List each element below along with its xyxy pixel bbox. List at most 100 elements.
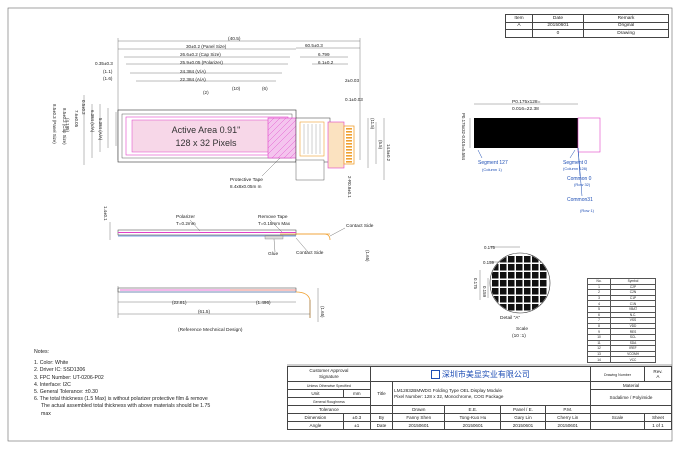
model-cell: LM12832BMWDG Folding Type OEL Display Mo… xyxy=(392,381,592,406)
fpc-trace xyxy=(299,121,325,157)
unit-value: mm xyxy=(342,389,371,398)
company-logo-icon xyxy=(430,369,440,379)
by-label: By xyxy=(369,413,394,422)
name-panel: Gary Lin xyxy=(500,413,546,422)
name-ee: Tong-Kuo Hu xyxy=(444,413,502,422)
rev-header-date: Date xyxy=(532,14,584,23)
side-dim-1-65: (1.65) xyxy=(365,250,370,262)
dim-cap-size: 26.6±0.2 (Cap Size) xyxy=(180,52,221,57)
angle-label: Angle xyxy=(287,421,344,430)
bottom-view: (22.81) (1.496) (61.5) (1.65) (Reference… xyxy=(117,286,325,333)
rev-header-item: Item xyxy=(505,14,533,23)
dim-1-1: (1.1) xyxy=(103,69,113,74)
note-item: 4. Interface: I2C xyxy=(34,381,71,388)
drawing-number-label: Drawing Number xyxy=(603,372,631,377)
active-area-sub: 128 x 32 Pixels xyxy=(175,138,237,148)
front-view: (40.5) 30±0.2 (Panel Size) 26.6±0.2 (Cap… xyxy=(52,36,391,198)
rev-cell xyxy=(505,29,533,38)
dim-6-799: 6.799 xyxy=(318,52,330,57)
dim-polarizer: 25.9±0.05 (Polarizer) xyxy=(180,60,223,65)
detail-dim-1: 0.159 xyxy=(483,260,495,265)
pin-symbol: VBAT xyxy=(610,306,656,313)
date-pm: 20150601 xyxy=(544,421,592,430)
role-drawn: Drawn xyxy=(392,405,446,414)
dim-4-195: (4.195) xyxy=(65,118,70,132)
dim-0-1: 0.1±0.03 xyxy=(345,97,363,102)
customer-approval-cell: Customer Approval Signature xyxy=(287,366,371,382)
blank-cell xyxy=(369,405,394,414)
date-label: Date xyxy=(369,421,394,430)
dim-6-1: 6.1±0.2 xyxy=(318,60,334,65)
pin-symbol: IREF xyxy=(610,345,656,352)
note-item: max xyxy=(41,410,51,417)
scale-label: Scale xyxy=(590,413,645,422)
reference-caption: (Reference Mechnical Design) xyxy=(178,327,243,333)
detail-view: 0.175 0.159 0.175 0.159 Detail "A" Scale… xyxy=(473,245,551,339)
side-contact-side-1: Contact Side xyxy=(346,223,374,229)
pin-symbol: C1N xyxy=(610,300,656,307)
note-item: 3. FPC Number: UT-0206-P02 xyxy=(34,374,104,381)
material-label: Material xyxy=(590,381,672,390)
dim-0-5: 0.5±0.2 xyxy=(81,100,86,115)
sheet-label: Sheet xyxy=(643,413,673,422)
segment-127: Segment 127 xyxy=(478,160,508,166)
name-pm: Cherry Lin xyxy=(544,413,592,422)
blank-cell xyxy=(590,405,672,414)
fpc-body xyxy=(295,117,331,163)
company-name: 深圳市美显实业有限公司 xyxy=(441,369,530,379)
common-0: Common 0 xyxy=(567,176,592,182)
rev-cell: Drawing xyxy=(583,29,669,38)
pin-symbol: VSS xyxy=(610,317,656,324)
display-panel-black xyxy=(474,118,578,148)
title-label: Title xyxy=(369,381,394,406)
dim-2: (2) xyxy=(203,90,209,95)
date-panel: 20150601 xyxy=(500,421,546,430)
material-value: Sodalime / Polyimide xyxy=(590,389,672,406)
notes-block: Notes: 1. Color: White 2. Driver IC: SSD… xyxy=(34,349,264,418)
note-item: 2. Driver IC: SSD1306 xyxy=(34,367,86,374)
rev-cell: A xyxy=(505,21,533,30)
dim-10: (10) xyxy=(232,86,241,91)
fpc-contacts xyxy=(343,125,355,165)
row-1: (Row 1) xyxy=(580,208,595,213)
dim-11-5: (11.5) xyxy=(370,118,375,130)
side-remove-tape: Remove Tape xyxy=(258,214,288,220)
note-item: 5. General Tolerance: ±0.30 xyxy=(34,389,98,396)
fpc-tail xyxy=(295,159,325,181)
bottom-dim-1-65: (1.65) xyxy=(320,306,325,318)
pixel-width-dim2: 0.016=22.38 xyxy=(512,106,539,112)
active-area xyxy=(131,119,281,153)
company-cell: 深圳市美显实业有限公司 xyxy=(369,366,592,382)
scale-value xyxy=(590,421,645,430)
side-dim-1-4: 1.4±0.1 xyxy=(103,206,108,221)
pin-symbol: C2N xyxy=(610,289,656,296)
pin-symbol: VCC xyxy=(610,356,656,363)
signature-label: Signature xyxy=(319,374,339,379)
model-line-1: LM12832BMWDG Folding Type OEL Display Mo… xyxy=(394,387,502,393)
notes-title: Notes: xyxy=(34,349,49,355)
bottom-dim-61-5: (61.5) xyxy=(198,309,210,314)
dim-aa: 22.384 (A/A) xyxy=(180,77,206,82)
pin-symbol: SCL xyxy=(610,333,656,341)
role-panel: Panel / E. xyxy=(500,405,546,414)
dim-left-va: 6.384 (V/A) xyxy=(90,110,95,133)
dim-0-35: 0.35±0.3 xyxy=(95,61,113,66)
pin-symbol: RES xyxy=(610,328,656,335)
date-ee: 20150601 xyxy=(444,421,502,430)
unless-spec: Unless Otherwise Specified xyxy=(287,381,371,390)
side-contact-side-2: Contact Side xyxy=(296,250,324,256)
side-polarizer-t: T=0.2mm xyxy=(176,221,196,226)
fpc-stiffener xyxy=(327,121,345,169)
dim-left-panel: 8.5±0.3 (Panel Size) xyxy=(52,104,57,144)
note-item: The actual assembled total thickness wit… xyxy=(41,403,211,410)
title-block: Customer Approval Signature 深圳市美显实业有限公司 … xyxy=(287,366,673,430)
pin-symbol: C2P xyxy=(610,283,656,291)
detail-scale-label: Scale xyxy=(516,326,528,332)
pin-symbol: SDA xyxy=(610,339,656,347)
dim-6: (6) xyxy=(262,86,268,91)
rev-label: Rev. xyxy=(653,369,663,374)
dim-5-5: (5.5) xyxy=(378,140,383,150)
